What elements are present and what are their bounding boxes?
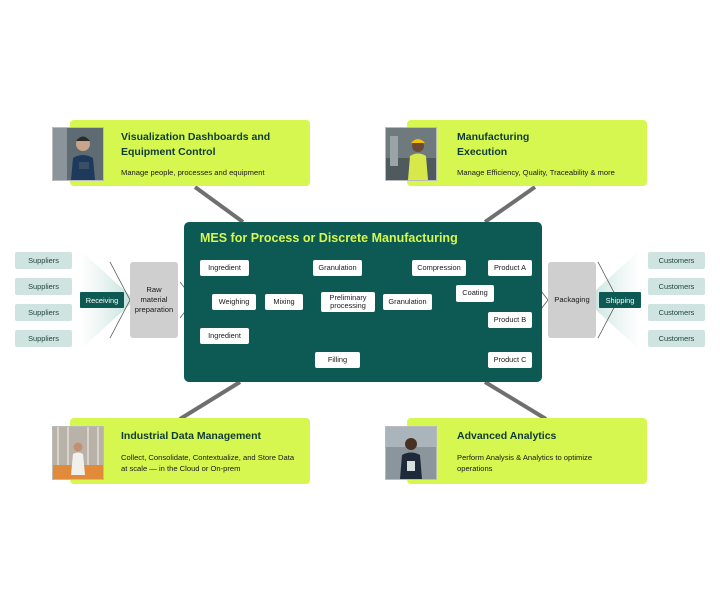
worker-photo bbox=[52, 127, 104, 181]
card-execution bbox=[407, 120, 647, 186]
customer-item: Customers bbox=[648, 252, 705, 269]
card-visualization-desc: Manage people, processes and equipment bbox=[121, 168, 265, 177]
card-execution-title: Manufacturing Execution bbox=[457, 131, 530, 158]
node-product-a: Product A bbox=[488, 260, 532, 276]
node-ingredient-top: Ingredient bbox=[200, 260, 249, 276]
card-execution-desc: Manage Efficiency, Quality, Traceability… bbox=[457, 168, 615, 177]
node-preliminary-processing: Preliminary processing bbox=[321, 292, 375, 312]
node-compression: Compression bbox=[412, 260, 466, 276]
node-granulation-top: Granulation bbox=[313, 260, 362, 276]
shipping-label: Shipping bbox=[599, 292, 641, 308]
supplier-item: Suppliers bbox=[15, 252, 72, 269]
card-visualization-title: Visualization Dashboards and Equipment C… bbox=[121, 131, 271, 158]
node-weighing: Weighing bbox=[212, 294, 256, 310]
node-coating: Coating bbox=[456, 285, 494, 302]
supplier-item: Suppliers bbox=[15, 278, 72, 295]
node-filling: Filling bbox=[315, 352, 360, 368]
node-granulation-mid: Granulation bbox=[383, 294, 432, 310]
card-analytics bbox=[407, 418, 647, 484]
analyst-photo bbox=[385, 426, 437, 480]
node-ingredient-bottom: Ingredient bbox=[200, 328, 249, 344]
datacenter-photo bbox=[52, 426, 104, 480]
card-visualization bbox=[70, 120, 310, 186]
card-analytics-title: Advanced Analytics bbox=[457, 430, 557, 442]
node-product-c: Product C bbox=[488, 352, 532, 368]
customer-item: Customers bbox=[648, 330, 705, 347]
node-mixing: Mixing bbox=[265, 294, 303, 310]
customer-item: Customers bbox=[648, 278, 705, 295]
receiving-label: Receiving bbox=[80, 292, 124, 308]
node-product-b: Product B bbox=[488, 312, 532, 328]
supplier-item: Suppliers bbox=[15, 304, 72, 321]
card-data-desc: Collect, Consolidate, Contextualize, and… bbox=[121, 453, 295, 473]
card-data-title: Industrial Data Management bbox=[121, 430, 262, 442]
connector-bottom-right bbox=[483, 380, 548, 421]
supplier-item: Suppliers bbox=[15, 330, 72, 347]
engineer-photo bbox=[385, 127, 437, 181]
mes-title: MES for Process or Discrete Manufacturin… bbox=[200, 231, 458, 245]
connector-bottom-left bbox=[178, 380, 242, 421]
raw-material-box: Raw material preparation bbox=[130, 262, 178, 338]
connector-top-right bbox=[483, 185, 537, 224]
card-data bbox=[70, 418, 310, 484]
packaging-box: Packaging bbox=[548, 262, 596, 338]
customer-item: Customers bbox=[648, 304, 705, 321]
card-analytics-desc: Perform Analysis & Analytics to optimize… bbox=[457, 453, 593, 473]
connector-top-left bbox=[193, 185, 245, 224]
